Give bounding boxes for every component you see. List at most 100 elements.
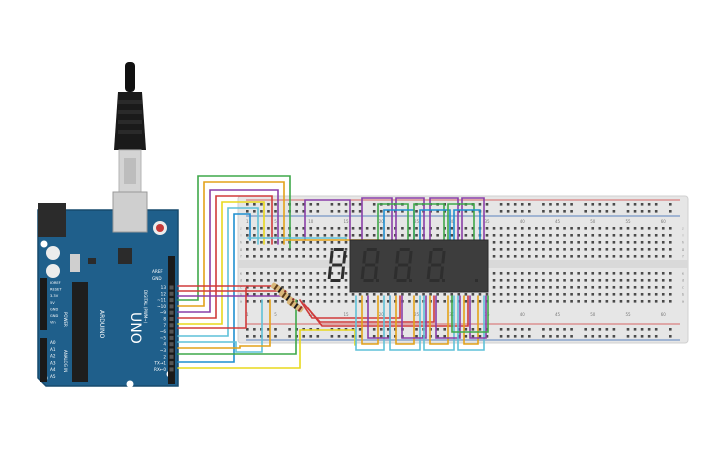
arduino-uno-board[interactable]: ARDUINO UNO DIGITAL (PWM~) POWER ANALOG … [37,191,179,388]
wires[interactable] [177,175,489,369]
wire-red-bottom-3 [307,295,469,327]
row-letter: i [683,234,684,238]
wire-yellow-loop [177,201,265,325]
usb-port [112,191,148,233]
wire-cyan-loop [177,207,259,337]
analog-pin-label: A1 [50,347,56,352]
wire-green-top-1 [377,203,409,241]
segment [396,279,407,282]
digital-pin[interactable] [169,285,174,290]
wire-yellow-bottom [177,329,356,369]
segment [362,251,367,264]
digital-pin[interactable] [169,348,174,353]
row-letter: j [682,227,684,231]
segment [375,251,380,264]
wire-orange-bottom-2 [361,295,379,345]
analog-label: ANALOG IN [63,350,68,372]
digital-pin[interactable] [169,304,174,309]
decimal-point [475,279,478,282]
wire-cyan-bottom-2 [355,295,385,351]
wire-purple-loop [177,189,279,313]
wire-cyan-bottom [177,299,263,353]
wire-purple-bottom-3 [401,295,427,339]
resistors[interactable] [270,282,304,313]
digital-pin[interactable] [169,342,174,347]
digital-pin[interactable] [169,298,174,303]
segment [363,279,374,282]
digital-pin[interactable] [169,317,174,321]
wire-green-bottom-5 [451,295,489,333]
digital-pin[interactable] [169,323,174,328]
analog-pin-label: A0 [50,340,56,345]
usb-cable[interactable] [114,62,146,193]
segment [428,251,433,264]
column-number: 55 [625,312,631,317]
segment [406,266,411,279]
power-pin-label: GND [50,314,58,318]
wire-green-loop [177,175,291,301]
row-letter: e [682,272,685,276]
digit-4 [426,248,478,282]
wire-green-top-3 [447,203,475,241]
analog-header[interactable] [40,338,47,382]
wire-purple-top-5 [461,197,485,241]
wire-purple-top-3 [395,197,425,241]
seven-segment-display[interactable] [327,239,489,293]
column-number: 45 [555,312,561,317]
digital-pin-label: 7 [163,323,166,328]
digital-pin[interactable] [169,310,174,315]
column-number: 10 [308,312,314,317]
digital-pin-label: ~10 [157,304,166,309]
atmega-chip [72,282,88,382]
segment [330,279,341,282]
digital-pin[interactable] [169,329,174,334]
digital-pin-label: 12 [161,291,167,296]
segment [430,263,442,267]
digital-pin[interactable] [169,291,174,296]
column-number: 50 [590,219,596,224]
digital-pin-label: ~5 [160,335,167,340]
power-header[interactable] [40,278,47,330]
wire-orange-bottom-3 [395,295,415,345]
power-label: POWER [63,312,68,327]
row-letter: h [682,241,684,245]
wire-cyan-bottom-3 [389,295,421,351]
segment [399,248,410,251]
power-jack [38,203,66,237]
segment [441,251,446,264]
wire-blue-loop [177,213,251,363]
capacitor-1 [46,246,60,260]
segment [395,251,400,264]
power-pin-label: 3.3V [50,294,59,298]
segment [331,263,343,267]
column-number: 55 [625,219,631,224]
segment [393,266,398,279]
row-letter: e [240,272,243,276]
digital-pin[interactable] [169,361,174,366]
digital-label: DIGITAL (PWM~) [143,290,148,324]
power-pin-label: RESET [50,288,62,292]
digital-pin[interactable] [169,367,174,372]
wire-green-top-2 [413,203,445,241]
row-letter: c [682,286,684,290]
wire-orange-loop [177,181,285,307]
wire-orange-bottom [177,299,271,349]
wire-purple-top-2 [361,197,393,241]
segment [327,266,332,279]
segment [333,248,344,251]
wire-orange-bottom-4 [429,295,449,345]
wire-cyan-bottom-5 [457,295,485,351]
segment [432,248,443,251]
row-letter: f [682,255,684,259]
column-number: 35 [484,219,490,224]
digital-pin[interactable] [169,354,174,359]
column-number: 1 [246,312,249,317]
row-letter: g [240,248,242,252]
row-letter: i [241,234,242,238]
power-pin-label: IOREF [50,281,61,285]
digital-pin[interactable] [169,335,174,340]
